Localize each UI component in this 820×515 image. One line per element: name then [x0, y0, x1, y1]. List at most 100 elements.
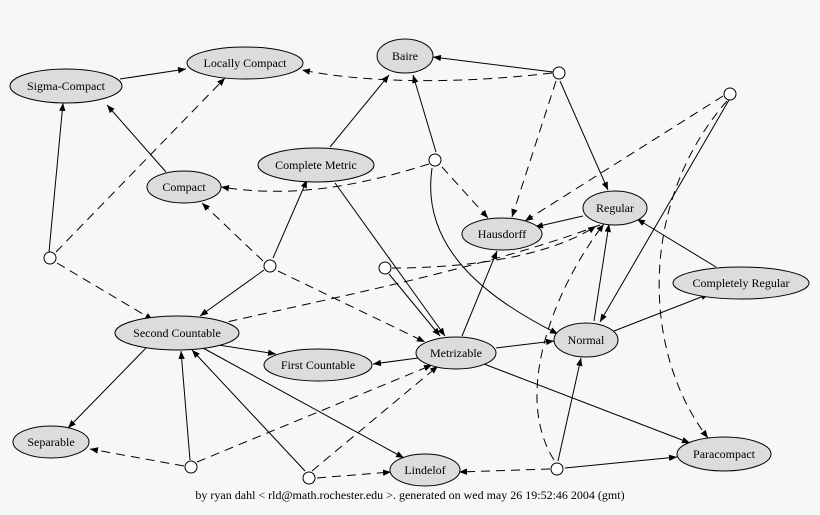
- edge-junction-b-to-secondcountable: [199, 269, 265, 317]
- node-second-countable: Second Countable: [114, 315, 240, 351]
- node-lindelof-shape: [389, 453, 461, 487]
- node-hausdorff-shape: [461, 217, 543, 251]
- edge-junction-b-to-compact: [201, 202, 264, 262]
- edge-junction-a-to-sigmacompact: [48, 102, 66, 253]
- node-metrizable-label: Metrizable: [430, 346, 482, 360]
- edge-regular-to-hausdorff: [534, 215, 584, 229]
- edge-metrizable-to-firstcountable: [372, 357, 419, 367]
- node-normal: Normal: [553, 322, 619, 358]
- node-hausdorff: Hausdorff: [461, 217, 543, 251]
- edge-junction-g-to-secondcountable: [178, 350, 191, 461]
- edge-metrizable-to-paracompact: [483, 363, 691, 444]
- junction-node: [550, 462, 564, 476]
- edge-junction-c-to-hausdorff: [441, 166, 489, 219]
- edge-junction-c-to-compact: [220, 163, 430, 192]
- node-separable-shape: [12, 425, 90, 459]
- node-metrizable: Metrizable: [415, 336, 497, 370]
- node-sigma-compact: Sigma-Compact: [9, 68, 123, 104]
- edge-metrizable-to-normal: [495, 338, 555, 349]
- edge-junction-g-to-metrizable: [196, 364, 433, 463]
- junctions: [43, 66, 737, 485]
- edge-metrizable-to-hausdorff: [461, 250, 498, 337]
- node-locally-compact: Locally Compact: [186, 46, 304, 80]
- junction-node: [723, 87, 737, 101]
- node-sigma-compact-shape: [9, 68, 123, 104]
- node-completely-regular: Completely Regular: [672, 266, 810, 300]
- edge-junction-e-to-baire: [432, 54, 554, 73]
- junction-node: [428, 153, 442, 167]
- edge-junction-e-to-hausdorff: [511, 80, 557, 218]
- node-metrizable-shape: [415, 336, 497, 370]
- junction-node: [552, 66, 566, 80]
- node-completely-regular-shape: [672, 266, 810, 300]
- node-baire-shape: [376, 38, 434, 74]
- node-sigma-compact-label: Sigma-Compact: [27, 79, 106, 93]
- edge-junction-h-to-secondcountable: [191, 349, 306, 472]
- edge-secondcountable-to-separable: [67, 347, 147, 429]
- edge-junction-h-to-metrizable: [311, 365, 439, 472]
- node-second-countable-label: Second Countable: [133, 326, 221, 340]
- node-hausdorff-label: Hausdorff: [478, 227, 526, 241]
- edge-junction-h-to-lindelof: [316, 469, 392, 479]
- node-compact-shape: [146, 170, 222, 204]
- node-second-countable-shape: [114, 315, 240, 351]
- edge-completemetric-to-baire: [329, 74, 390, 148]
- edge-compact-to-sigmacompact: [106, 104, 167, 173]
- node-complete-metric-shape: [257, 147, 375, 183]
- edge-junction-b-to-completemetric: [272, 179, 308, 259]
- edge-junction-g-to-separable: [89, 447, 185, 467]
- junction-node: [184, 460, 198, 474]
- edge-junction-f-to-normal: [599, 99, 730, 323]
- node-compact: Compact: [146, 170, 222, 204]
- node-lindelof-label: Lindelof: [404, 463, 445, 477]
- edge-junction-i-to-paracompact: [564, 454, 678, 469]
- edge-junction-e-to-locallycompact: [301, 68, 553, 82]
- edge-junction-c-to-baire: [412, 74, 437, 153]
- edge-junction-d-to-regular: [391, 225, 597, 269]
- node-regular-shape: [582, 190, 648, 226]
- node-paracompact-shape: [676, 436, 772, 472]
- node-first-countable-shape: [263, 348, 373, 382]
- node-first-countable: First Countable: [263, 348, 373, 382]
- edge-junction-d-to-metrizable: [388, 273, 441, 337]
- junction-node: [302, 471, 316, 485]
- edge-completemetric-to-metrizable: [334, 182, 446, 337]
- node-normal-shape: [553, 322, 619, 358]
- node-complete-metric: Complete Metric: [257, 147, 375, 183]
- edge-completelyregular-to-regular: [636, 218, 717, 268]
- edge-junction-a-to-locallycompact: [55, 77, 226, 253]
- edge-junction-i-to-lindelof: [458, 468, 551, 475]
- node-normal-label: Normal: [568, 333, 605, 347]
- node-paracompact-label: Paracompact: [693, 447, 756, 461]
- edges: [48, 54, 730, 479]
- edge-junction-f-to-paracompact: [658, 100, 728, 439]
- edge-junction-i-to-normal: [557, 357, 583, 462]
- edge-junction-c-to-normal: [430, 167, 559, 335]
- node-separable-label: Separable: [27, 435, 74, 449]
- edge-normal-to-regular: [593, 223, 611, 322]
- generation-caption: by ryan dahl < rld@math.rochester.edu >.…: [195, 488, 624, 502]
- node-locally-compact-label: Locally Compact: [204, 56, 288, 70]
- junction-node: [378, 261, 392, 275]
- node-baire: Baire: [376, 38, 434, 74]
- edge-junction-e-to-regular: [559, 80, 609, 191]
- edge-regular-to-secondcountable: [209, 224, 601, 328]
- edge-secondcountable-to-lindelof: [202, 347, 405, 459]
- node-paracompact: Paracompact: [676, 436, 772, 472]
- junction-node: [43, 251, 57, 265]
- edge-junction-f-to-hausdorff: [524, 95, 724, 222]
- edge-sigmacompact-to-locallycompact: [119, 67, 187, 80]
- node-complete-metric-label: Complete Metric: [275, 158, 357, 172]
- node-compact-label: Compact: [162, 180, 206, 194]
- edge-junction-i-to-regular: [536, 223, 605, 461]
- node-baire-label: Baire: [392, 49, 418, 63]
- node-separable: Separable: [12, 425, 90, 459]
- node-first-countable-label: First Countable: [281, 358, 355, 372]
- node-locally-compact-shape: [186, 46, 304, 80]
- junction-node: [263, 259, 277, 273]
- edge-normal-to-completelyregular: [613, 293, 710, 332]
- node-completely-regular-label: Completely Regular: [693, 276, 790, 290]
- node-lindelof: Lindelof: [389, 453, 461, 487]
- node-regular: Regular: [582, 190, 648, 226]
